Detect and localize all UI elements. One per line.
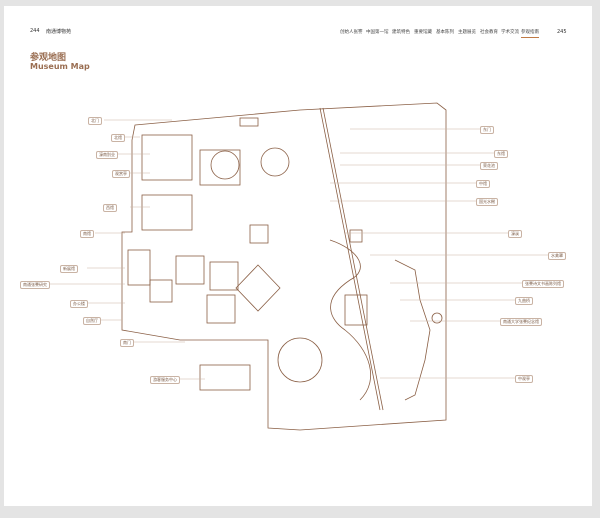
tab-active-guide[interactable]: 参观指南 [521,29,539,38]
map-label: 濠南别业 [96,151,118,159]
map-label: 濠溪 [508,230,522,238]
map-label: 东馆 [494,150,508,158]
tab-5[interactable]: 基本陈列 [436,30,454,35]
map-label-east-gate: 东门 [480,126,494,134]
left-page [4,6,300,506]
map-label: 国光水榭 [476,198,498,206]
map-label: 西馆 [103,204,117,212]
tab-7[interactable]: 社会教育 [480,30,498,35]
tab-2[interactable]: 中国第一馆 [366,30,389,35]
map-label: 中馆 [476,180,490,188]
running-head: 南通博物苑 [46,29,72,35]
map-label: 水禽罩 [548,252,566,260]
tab-6[interactable]: 主题展览 [458,30,476,35]
map-label: 九曲桥 [515,297,533,305]
map-label: 荣花池 [480,162,498,170]
tab-8[interactable]: 学术交流 [501,30,519,35]
tab-3[interactable]: 建筑特色 [392,30,410,35]
title-cn: 参观地图 [30,53,67,63]
map-label-visitor-center: 游客服务中心 [150,376,180,384]
tab-1[interactable]: 创始人张謇 [340,30,363,35]
title-en: Museum Map [30,62,90,71]
map-label: 南馆 [80,230,94,238]
map-label: 新展馆 [60,265,78,273]
map-label: 中观亭 [515,375,533,383]
map-label: 南通张謇研究 [20,281,50,289]
map-label: 自然厅 [83,317,101,325]
map-label: 南通大学张謇纪念馆 [500,318,542,326]
map-label-south-gate: 南门 [120,339,134,347]
map-label-north-gate: 北门 [88,117,102,125]
page-number-left: 244 [30,28,40,34]
map-label: 北馆 [111,134,125,142]
page-number-right: 245 [557,29,567,35]
map-label: 张謇诗文书画陈列馆 [522,280,564,288]
map-label: 观赏亭 [112,170,130,178]
tab-4[interactable]: 重要馆藏 [414,30,432,35]
map-label: 办公楼 [70,300,88,308]
